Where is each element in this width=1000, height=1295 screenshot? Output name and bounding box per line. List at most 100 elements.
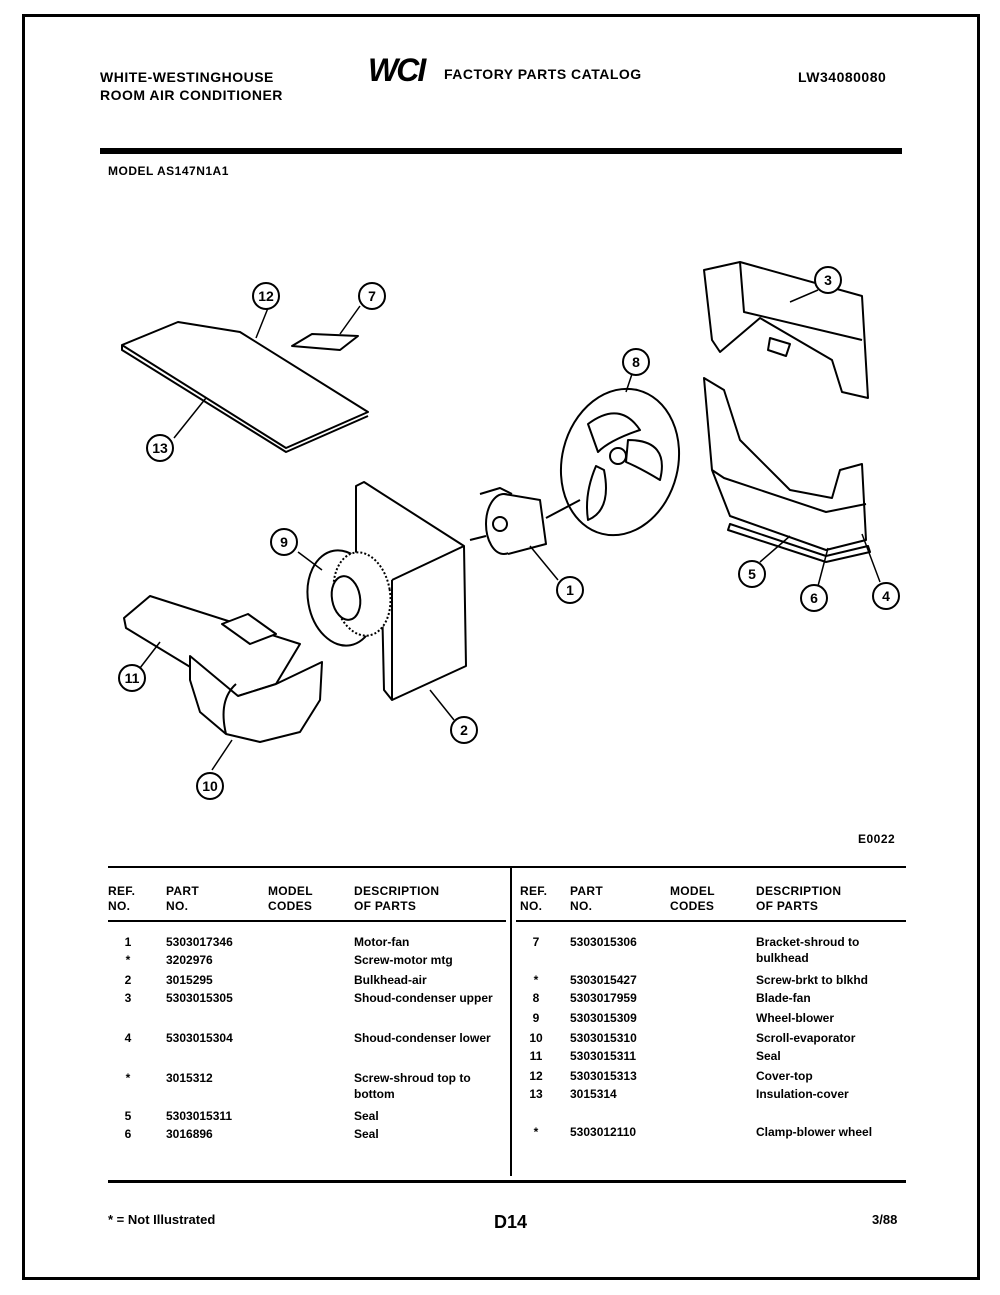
row-desc: Screw-motor mtg <box>354 953 453 967</box>
callout-label-13: 13 <box>152 440 168 456</box>
callout-3 <box>814 266 842 294</box>
not-illustrated-note: * = Not Illustrated <box>108 1212 216 1227</box>
row-part: 5303015310 <box>570 1031 637 1045</box>
callout-2 <box>450 716 478 744</box>
row-ref: 10 <box>529 1031 543 1045</box>
row-ref: 3 <box>124 991 132 1005</box>
column-divider <box>510 866 512 1176</box>
part-lower-shroud <box>703 377 867 551</box>
row-part: 5303017346 <box>166 935 233 949</box>
catalog-title: FACTORY PARTS CATALOG <box>444 66 642 82</box>
row-part: 3015295 <box>166 973 213 987</box>
row-part: 5303015311 <box>570 1049 637 1063</box>
row-ref: 2 <box>124 973 132 987</box>
row-desc: Insulation-cover <box>756 1087 849 1101</box>
wci-logo: WCI <box>368 52 426 88</box>
brand-line-2: ROOM AIR CONDITIONER <box>100 87 283 103</box>
callout-label-1: 1 <box>566 582 574 598</box>
callout-4 <box>872 582 900 610</box>
callout-8 <box>622 348 650 376</box>
left-header-rule <box>108 920 506 922</box>
callout-label-10: 10 <box>202 778 218 794</box>
row-desc: Shoud-condenser upper <box>354 991 493 1005</box>
part-upper-shroud <box>703 261 869 399</box>
row-desc: Bulkhead-air <box>354 973 427 987</box>
callout-label-5: 5 <box>748 566 756 582</box>
callout-label-11: 11 <box>125 670 140 686</box>
table-bottom-rule <box>108 1180 906 1183</box>
catalog-number: LW34080080 <box>798 69 887 85</box>
callout-7 <box>358 282 386 310</box>
right-header-rule <box>516 920 906 922</box>
row-ref: 5 <box>124 1109 132 1123</box>
row-desc: Shoud-condenser lower <box>354 1031 491 1045</box>
row-ref: 8 <box>532 991 540 1005</box>
callout-9 <box>270 528 298 556</box>
table-top-rule <box>108 866 906 868</box>
callout-6 <box>800 584 828 612</box>
row-part: 3015312 <box>166 1071 213 1085</box>
callout-label-7: 7 <box>368 288 376 304</box>
callout-label-12: 12 <box>258 288 274 304</box>
callout-label-8: 8 <box>632 354 640 370</box>
callout-label-9: 9 <box>280 534 288 550</box>
row-ref: 9 <box>532 1011 540 1025</box>
row-desc: Wheel-blower <box>756 1011 835 1025</box>
row-part: 5303015309 <box>570 1011 637 1025</box>
model-number: MODEL AS147N1A1 <box>108 164 229 178</box>
callout-label-4: 4 <box>882 588 890 604</box>
row-ref: 12 <box>529 1069 543 1083</box>
row-desc: Cover-top <box>756 1069 813 1083</box>
callout-label-6: 6 <box>810 590 818 606</box>
callout-10 <box>196 772 224 800</box>
row-ref: * <box>533 1125 539 1139</box>
row-part: 5303015313 <box>570 1069 637 1083</box>
revision-date: 3/88 <box>872 1212 898 1227</box>
callout-13 <box>146 434 174 462</box>
brand-name: WHITE-WESTINGHOUSE ROOM AIR CONDITIONER <box>100 68 283 104</box>
row-desc: Motor-fan <box>354 935 410 949</box>
callout-12 <box>252 282 280 310</box>
row-desc: Seal <box>756 1049 781 1063</box>
row-part: 5303015304 <box>166 1031 233 1045</box>
callout-label-3: 3 <box>824 272 832 288</box>
row-ref: * <box>125 1071 131 1085</box>
row-ref: 7 <box>532 935 540 949</box>
row-ref: 13 <box>529 1087 543 1101</box>
part-insulation-cover <box>121 321 369 449</box>
header-rule <box>100 148 902 154</box>
row-ref: * <box>533 973 539 987</box>
row-ref: 6 <box>124 1127 132 1141</box>
row-desc: Seal <box>354 1127 379 1141</box>
row-desc: Blade-fan <box>756 991 811 1005</box>
row-part: 5303017959 <box>570 991 637 1005</box>
callout-11 <box>118 664 146 692</box>
row-part: 5303015305 <box>166 991 233 1005</box>
row-ref: 11 <box>529 1049 543 1063</box>
row-desc: Clamp-blower wheel <box>756 1125 873 1139</box>
exploded-parts-diagram: 12 7 13 3 8 9 1 5 6 4 11 2 10 <box>118 261 900 800</box>
row-ref: * <box>125 953 131 967</box>
row-ref: 1 <box>124 935 132 949</box>
diagram-code: E0022 <box>858 832 896 846</box>
row-part: 3016896 <box>166 1127 213 1141</box>
row-part: 5303015311 <box>166 1109 233 1123</box>
callout-1 <box>556 576 584 604</box>
row-part: 5303015306 <box>570 935 637 949</box>
row-desc: Bracket-shroud to bulkhead <box>756 935 860 965</box>
row-part: 3202976 <box>166 953 213 967</box>
row-part: 3015314 <box>570 1087 617 1101</box>
header-ref-no-right: REF.NO. <box>520 884 548 913</box>
row-desc: Screw-brkt to blkhd <box>756 973 869 987</box>
callout-label-2: 2 <box>460 722 468 738</box>
row-desc: Seal <box>354 1109 379 1123</box>
callout-5 <box>738 560 766 588</box>
row-desc: Screw-shroud top to bottom <box>354 1071 471 1101</box>
